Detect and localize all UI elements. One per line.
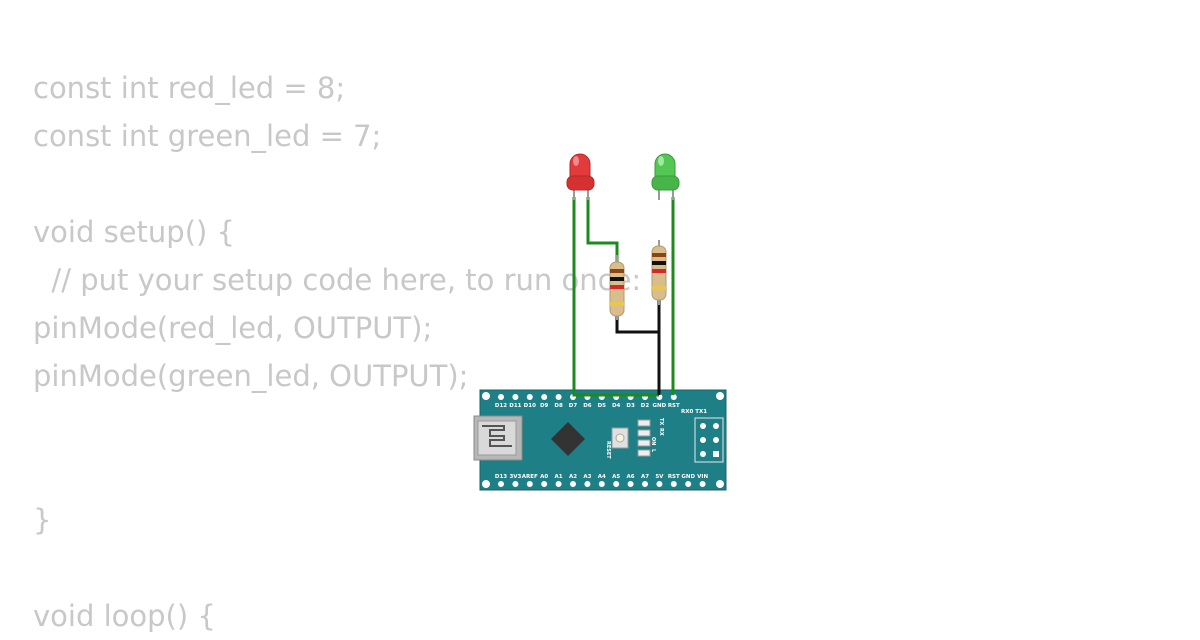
pin-label-top: D10 xyxy=(524,403,536,409)
pin-label-top: D4 xyxy=(612,403,621,409)
rx0-tx1-label: RX0 TX1 xyxy=(681,409,707,415)
pin-label-bottom: D13 xyxy=(495,474,507,480)
rx-led-label: RX xyxy=(658,428,664,436)
pin-label-bottom: A1 xyxy=(555,474,563,480)
code-line: pinMode(green_led, OUTPUT); xyxy=(33,359,469,393)
reset-label: RESET xyxy=(605,441,611,459)
resistor-red-led[interactable] xyxy=(609,255,625,320)
pin-hole-top[interactable] xyxy=(526,394,533,400)
pin-label-top: D2 xyxy=(641,403,650,409)
pin-hole-bottom[interactable] xyxy=(627,481,634,487)
pin-label-bottom: A3 xyxy=(583,474,591,480)
code-line: pinMode(red_led, OUTPUT); xyxy=(33,311,433,345)
pin-hole-bottom[interactable] xyxy=(498,481,504,487)
pin-label-bottom: GND xyxy=(681,474,695,480)
wire-red-led-anode[interactable] xyxy=(586,197,619,262)
pin-label-bottom: RST xyxy=(668,474,680,480)
pin-hole-bottom[interactable] xyxy=(670,481,677,487)
tx-led-label: TX xyxy=(658,418,664,425)
pin-label-top: D11 xyxy=(509,403,521,409)
code-line: void setup() { xyxy=(33,215,235,249)
l-led-label: L xyxy=(650,449,656,453)
pin-label-bottom: 3V3 xyxy=(509,474,521,480)
wires xyxy=(572,197,675,397)
pin-hole-bottom[interactable] xyxy=(598,481,605,487)
pin-label-top: D12 xyxy=(495,403,507,409)
pin-label-bottom: A4 xyxy=(598,474,606,480)
pin-label-top: GND xyxy=(653,403,667,409)
pin-label-bottom: A0 xyxy=(540,474,548,480)
pin-label-bottom: AREF xyxy=(522,474,538,480)
pin-label-top: D5 xyxy=(598,403,607,409)
code-line: void loop() { xyxy=(33,599,216,633)
pin-hole-top[interactable] xyxy=(512,394,519,400)
resistor-green-led[interactable] xyxy=(651,240,667,305)
pin-label-top: D3 xyxy=(626,403,635,409)
pin-hole-bottom[interactable] xyxy=(613,481,620,487)
pin-label-bottom: A6 xyxy=(627,474,635,480)
pin-label-top: RST xyxy=(668,403,680,409)
pin-label-bottom: A7 xyxy=(641,474,649,480)
icsp-header xyxy=(694,417,724,463)
pin-label-bottom: A5 xyxy=(612,474,620,480)
pin-hole-top[interactable] xyxy=(555,394,562,400)
pin-hole-bottom[interactable] xyxy=(656,481,663,487)
code-line: const int green_led = 7; xyxy=(33,119,382,153)
pin-label-bottom: A2 xyxy=(569,474,577,480)
code-line: const int red_led = 8; xyxy=(33,71,346,105)
pin-hole-top[interactable] xyxy=(541,394,548,400)
on-led-label: ON xyxy=(650,437,656,445)
pin-label-top: D7 xyxy=(569,403,578,409)
pin-label-top: D9 xyxy=(540,403,549,409)
pin-hole-bottom[interactable] xyxy=(541,481,548,487)
code-line: } xyxy=(33,503,52,537)
pin-hole-bottom[interactable] xyxy=(642,481,648,487)
pin-label-top: D8 xyxy=(554,403,563,409)
pin-hole-bottom[interactable] xyxy=(685,481,692,487)
red-led[interactable] xyxy=(566,153,595,200)
pin-hole-top[interactable] xyxy=(670,394,677,400)
code-editor: const int red_led = 8; const int green_le… xyxy=(33,64,641,640)
pin-hole-top[interactable] xyxy=(498,394,504,400)
onboard-leds xyxy=(637,419,651,457)
pin-hole-bottom[interactable] xyxy=(584,481,591,487)
green-led[interactable] xyxy=(651,153,680,200)
pin-hole-bottom[interactable] xyxy=(555,481,562,487)
pin-hole-bottom[interactable] xyxy=(699,481,706,487)
pin-hole-bottom[interactable] xyxy=(570,481,576,487)
pin-label-top: D6 xyxy=(583,403,592,409)
pin-hole-bottom[interactable] xyxy=(512,481,519,487)
wire-resistors-ground[interactable] xyxy=(615,316,661,395)
bottom-pin-header xyxy=(498,481,706,487)
pin-hole-bottom[interactable] xyxy=(526,481,533,487)
pin-label-bottom: VIN xyxy=(697,474,708,480)
wire-red-led-cathode[interactable] xyxy=(572,197,659,397)
microcontroller-chip xyxy=(551,422,585,456)
pin-label-bottom: 5V xyxy=(655,474,664,480)
